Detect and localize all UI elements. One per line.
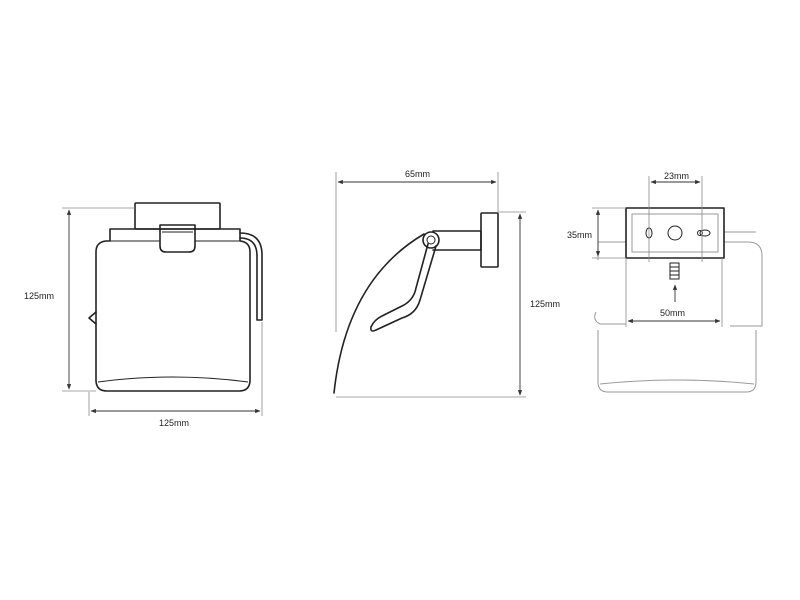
mount-ghost-lid-lip [599,379,755,385]
side-holder-arm [370,243,437,332]
front-cover-lid [95,228,251,392]
front-view [88,202,263,392]
front-width-dimension: 125mm [88,322,263,428]
mount-ghost-lid [597,330,757,393]
side-view [333,212,499,394]
side-height-dimension: 125mm [336,211,560,398]
front-width-label: 125mm [159,418,189,428]
mount-ghost-bottom-hook [594,311,626,325]
mount-small-hole [697,230,703,236]
mount-ghost-arm [724,241,763,327]
side-depth-label: 65mm [405,169,430,179]
side-pivot [422,231,440,249]
side-wall-mount [480,212,499,268]
mount-plate-inner [631,213,719,253]
side-depth-dimension: 65mm [335,169,499,332]
side-curved-cover [333,233,425,394]
mount-view [594,207,763,393]
front-lid-lip [97,376,249,383]
front-hinge-tab [159,224,196,253]
front-height-dimension: 125mm [24,207,135,392]
mount-screw-hole-right [699,229,711,237]
front-holder-arm [239,232,263,321]
mount-ghost-top [597,241,626,260]
side-height-label: 125mm [530,299,560,309]
mount-screw-offset-label: 50mm [660,308,685,318]
mount-center-hole [667,225,683,241]
front-latch [88,311,97,325]
side-support-bar [432,230,482,251]
mount-wall-plate [625,207,725,259]
mount-hole-spacing-dimension: 23mm [648,171,703,262]
mount-plate-height-label: 35mm [567,230,592,240]
mount-screw-offset-dimension: 50mm [625,258,723,327]
mount-plate-height-dimension: 35mm [567,207,626,259]
mount-hole-spacing-label: 23mm [664,171,689,181]
front-height-label: 125mm [24,291,54,301]
side-pivot-inner [426,235,436,245]
